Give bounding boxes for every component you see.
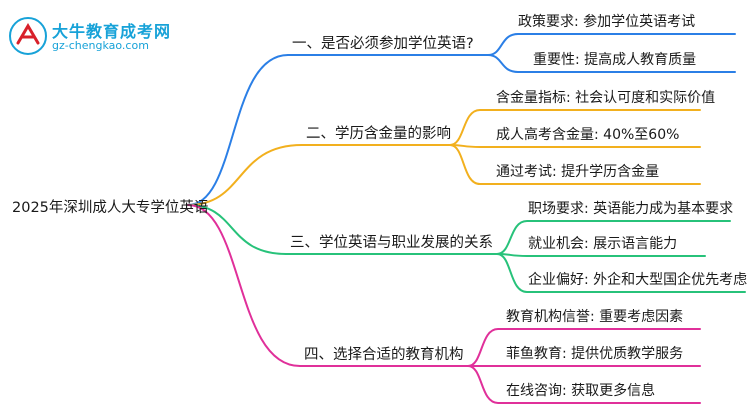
leaf-3-3-connector <box>496 253 746 293</box>
leaf-1-1: 政策要求: 参加学位英语考试 <box>518 14 696 30</box>
logo-url: gz-chengkao.com <box>52 39 149 52</box>
branch-4-connector <box>187 204 301 367</box>
branch-2-connector <box>187 144 303 206</box>
leaf-2-1-connector <box>449 109 701 146</box>
leaf-2-3: 通过考试: 提升学历含金量 <box>496 164 660 180</box>
branch-3-label: 三、学位英语与职业发展的关系 <box>290 235 493 251</box>
leaf-3-3: 企业偏好: 外企和大型国企优先考虑 <box>528 272 748 288</box>
leaf-4-1-connector <box>467 328 701 367</box>
leaf-4-2: 菲鱼教育: 提供优质教学服务 <box>506 346 684 362</box>
leaf-1-2: 重要性: 提高成人教育质量 <box>533 52 697 68</box>
branch-3-connector <box>187 204 287 255</box>
leaf-2-3-connector <box>449 144 701 185</box>
leaf-1-1-connector <box>487 33 736 56</box>
branch-2-label: 二、学历含金量的影响 <box>306 126 451 142</box>
leaf-2-2-connector <box>449 144 701 148</box>
leaf-4-1: 教育机构信誉: 重要考虑因素 <box>506 309 684 325</box>
leaf-3-2-connector <box>496 253 706 257</box>
leaf-1-2-connector <box>487 54 736 73</box>
site-logo[interactable]: 大牛教育成考网 gz-chengkao.com <box>8 16 172 56</box>
leaf-4-3: 在线咨询: 获取更多信息 <box>506 383 656 399</box>
branch-4-label: 四、选择合适的教育机构 <box>304 347 464 363</box>
leaf-2-1: 含金量指标: 社会认可度和实际价值 <box>496 90 716 106</box>
logo-title: 大牛教育成考网 <box>52 22 172 41</box>
leaf-3-1: 职场要求: 英语能力成为基本要求 <box>528 201 734 217</box>
leaf-3-1-connector <box>496 220 731 255</box>
logo-mark-icon <box>9 17 47 55</box>
leaf-2-2: 成人高考含金量: 40%至60% <box>496 127 680 143</box>
branch-1-label: 一、是否必须参加学位英语? <box>292 36 474 52</box>
leaf-3-2: 就业机会: 展示语言能力 <box>528 236 678 252</box>
branch-1-connector <box>187 54 289 206</box>
root-node: 2025年深圳成人大专学位英语 <box>12 200 209 216</box>
leaf-4-3-connector <box>467 365 701 404</box>
